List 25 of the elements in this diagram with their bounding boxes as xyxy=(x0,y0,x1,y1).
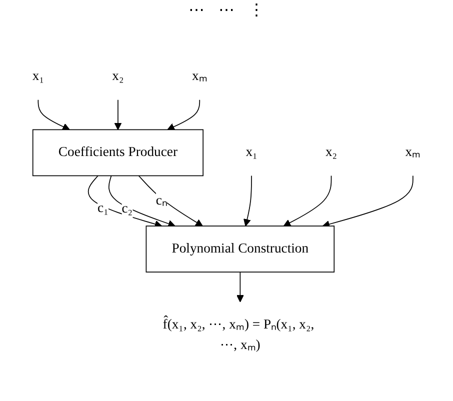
arrow xyxy=(322,176,414,228)
arrow xyxy=(236,272,244,303)
node-text: f̂(x₁, x₂, ⋯, xₘ) = Pₙ(x₁, x₂, ⋯, xₘ) xyxy=(162,318,314,353)
arrow xyxy=(114,100,122,130)
node-box: Polynomial Construction xyxy=(146,226,335,273)
node-text: x₂ xyxy=(325,145,338,160)
arrow xyxy=(283,176,332,227)
arrow xyxy=(243,176,252,227)
edge-label: cₙ xyxy=(156,194,168,208)
arrow xyxy=(88,176,162,228)
ellipsis-label: ⋯ xyxy=(218,1,234,21)
node-text: x₁ xyxy=(246,145,258,160)
arrow xyxy=(138,176,203,227)
node-text: x₁ xyxy=(32,70,44,84)
node-text: xₘ xyxy=(405,145,421,160)
node-text: x₂ xyxy=(112,70,124,84)
arrow xyxy=(108,176,176,228)
node-box: Coefficients Producer xyxy=(32,130,204,177)
arrow xyxy=(38,100,70,131)
ellipsis-label: ⋮ xyxy=(248,1,264,21)
node-text: xₘ xyxy=(192,70,208,84)
ellipsis-label: ⋯ xyxy=(188,1,204,21)
arrow xyxy=(167,100,200,131)
edge-label: c₁ xyxy=(98,201,108,216)
edge-label: c₂ xyxy=(122,202,133,216)
